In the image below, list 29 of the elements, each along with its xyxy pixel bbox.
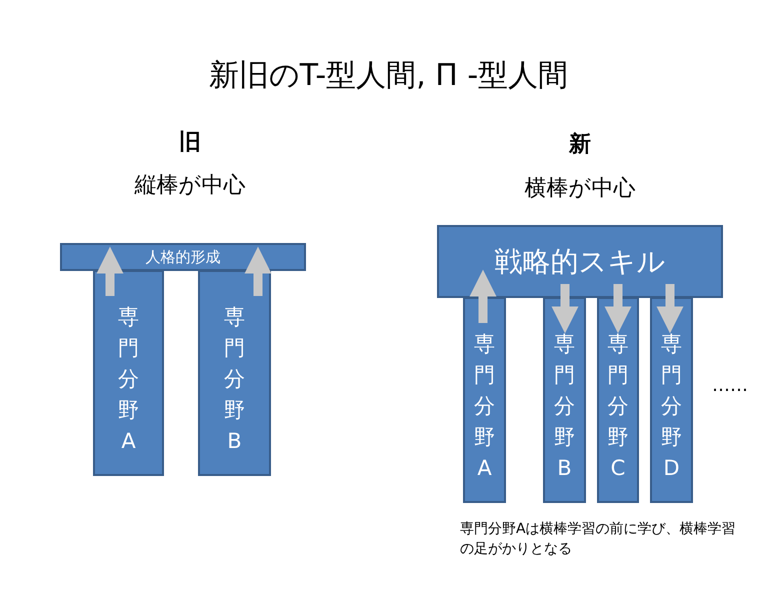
subheading: 縦棒が中心 — [134, 172, 246, 200]
bar-label: 専門分野B — [553, 331, 576, 482]
title: 新旧のT-型人間, Π -型人間 — [208, 57, 570, 95]
block-arrow — [604, 284, 632, 334]
vertical-bar — [543, 297, 586, 503]
ellipsis: …… — [712, 375, 748, 396]
bar-label: 人格的形成 — [146, 248, 220, 266]
block-arrow — [96, 246, 124, 296]
bar-label: 専門分野A — [473, 331, 496, 482]
vertical-bar — [650, 297, 693, 503]
bar-label: 専門分野A — [117, 304, 140, 455]
bar-label: 専門分野C — [606, 331, 630, 482]
subheading: 横棒が中心 — [524, 175, 636, 203]
block-arrow — [244, 246, 272, 296]
bar-label: 専門分野D — [660, 331, 683, 482]
vertical-bar — [93, 270, 164, 476]
horizontal-bar — [60, 243, 306, 271]
heading: 新 — [568, 131, 592, 159]
vertical-bar — [463, 297, 506, 503]
bar-label: 戦略的スキル — [494, 244, 666, 280]
horizontal-bar — [437, 225, 723, 298]
block-arrow — [470, 270, 496, 323]
vertical-bar — [198, 270, 271, 476]
note: 専門分野Aは横棒学習の前に学び、横棒学習の足がかりとなる — [460, 520, 737, 559]
heading: 旧 — [178, 129, 202, 157]
bar-label: 専門分野B — [223, 304, 246, 455]
block-arrow — [552, 284, 578, 334]
block-arrow — [656, 284, 684, 334]
vertical-bar — [597, 297, 639, 503]
